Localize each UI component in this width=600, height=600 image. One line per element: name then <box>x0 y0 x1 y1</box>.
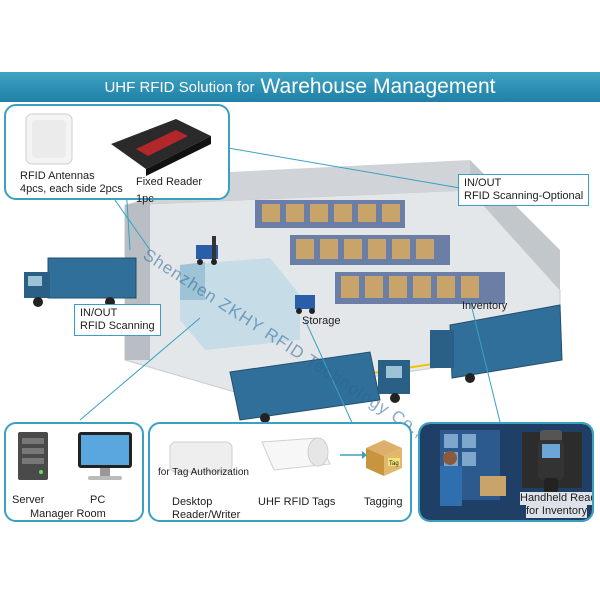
office-partition <box>180 262 205 300</box>
tagging-callout: for Tag Authorization Tag Desktop Reader… <box>148 422 412 522</box>
server-icon <box>18 432 48 480</box>
forklift <box>196 236 218 265</box>
rfid-antenna-image <box>25 113 73 165</box>
fixed-reader-label-2: 1pc <box>136 193 154 205</box>
inout-scanning-label: IN/OUT RFID Scanning <box>74 304 161 336</box>
inout-optional-line1: IN/OUT <box>464 177 502 189</box>
hardware-callout: RFID Antennas 4pcs, each side 2pcs Fixed… <box>4 104 230 200</box>
pc-icon <box>78 432 132 480</box>
manager-room-label: Manager Room <box>30 508 106 520</box>
connector-optional <box>227 147 461 189</box>
truck-right <box>430 304 563 383</box>
inventory-label: Inventory <box>462 300 508 312</box>
fixed-reader-label-1: Fixed Reader <box>136 176 203 188</box>
banner-title: Warehouse Management <box>260 75 496 98</box>
inout-optional-line2: RFID Scanning-Optional <box>464 190 584 202</box>
inout-optional-label: IN/OUT RFID Scanning-Optional <box>458 174 590 206</box>
handheld-label-1: Handheld Reader <box>520 492 592 505</box>
inout-scanning-line2: RFID Scanning <box>80 320 155 332</box>
pc-label: PC <box>90 494 106 506</box>
banner-prefix: UHF RFID Solution for <box>104 78 255 96</box>
carton-box-image <box>366 440 402 476</box>
inout-scanning-line1: IN/OUT <box>80 307 118 319</box>
storage-forklift <box>295 295 315 314</box>
manager-room-callout: Server PC Manager Room <box>4 422 144 522</box>
storage-label: Storage <box>302 315 341 327</box>
desktop-reader-image <box>169 441 233 473</box>
office-area <box>180 258 300 350</box>
tag-sticker-label: Tag <box>389 461 399 467</box>
tagging-label: Tagging <box>364 496 403 508</box>
handheld-reader-image <box>538 430 564 494</box>
handheld-callout: Handheld Reader for Inventory <box>418 422 594 522</box>
connector-handheld <box>469 299 501 423</box>
reader-writer-label: Reader/Writer <box>172 509 241 521</box>
desktop-label: Desktop <box>172 496 213 508</box>
handheld-label-2: for Inventory <box>526 505 588 518</box>
title-banner: UHF RFID Solution for Warehouse Manageme… <box>0 72 600 102</box>
server-label: Server <box>12 494 45 506</box>
connector-manager <box>79 317 201 421</box>
worker-scene-image <box>420 424 592 520</box>
truck-left <box>24 257 137 307</box>
rfid-tags-label: UHF RFID Tags <box>258 496 336 508</box>
antennas-label-1: RFID Antennas <box>20 170 95 182</box>
fixed-reader-image <box>111 119 211 176</box>
arrow-right-icon <box>340 451 367 459</box>
connector-tagging <box>304 319 361 441</box>
rfid-tags-image <box>261 437 331 471</box>
storage-shelves <box>255 200 505 304</box>
tag-authorization-label: for Tag Authorization <box>158 467 249 478</box>
antennas-label-2: 4pcs, each side 2pcs <box>20 183 123 195</box>
